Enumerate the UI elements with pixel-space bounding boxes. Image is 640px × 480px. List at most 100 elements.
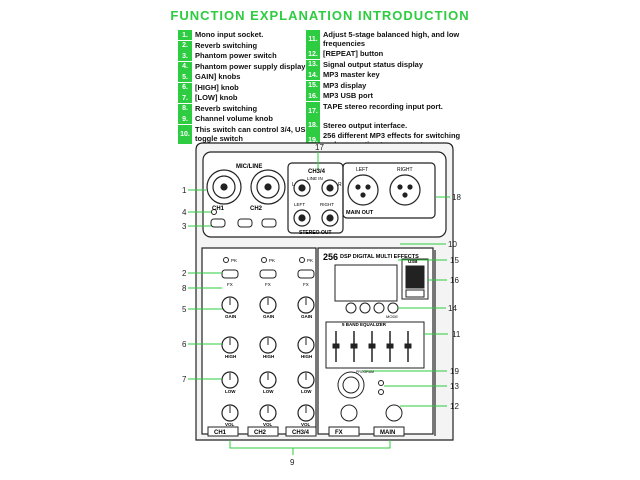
function-text: GAIN] knobs	[195, 72, 241, 81]
function-item: 10.This switch can control 3/4, USB togg…	[178, 124, 314, 144]
r-label: R	[338, 182, 342, 188]
channel-tag-label: CH3/4	[292, 430, 310, 436]
function-item: 15.MP3 display	[306, 80, 466, 92]
channel-tag	[285, 426, 317, 437]
clip-led	[378, 380, 384, 386]
pk-label: PK	[231, 258, 237, 263]
function-number: 13.	[306, 59, 320, 70]
callout-bracket	[229, 440, 391, 455]
function-item: 18.Stereo output interface.	[306, 120, 466, 132]
low-label: LOW	[263, 389, 274, 394]
main-left-label: LEFT	[356, 167, 368, 173]
eq-slider-handle[interactable]	[350, 343, 358, 349]
function-number: 1.	[178, 30, 192, 40]
dsp-number: 256	[323, 252, 338, 262]
callout-number: 4	[182, 208, 187, 217]
reverb-switch-ch3[interactable]	[297, 269, 315, 279]
stereo-out-label: STEREO OUT	[299, 230, 332, 236]
callout-number: 3	[182, 222, 187, 231]
callout-number: 7	[182, 375, 187, 384]
function-item: 11.Adjust 5-stage balanced high, and low…	[306, 30, 466, 49]
mp3-key-mode[interactable]	[387, 302, 399, 314]
mp3-key-next[interactable]	[373, 302, 385, 314]
usb-label: USB	[408, 259, 418, 264]
function-item: 7.[LOW] knob	[178, 93, 314, 104]
function-item: 12.[REPEAT] button	[306, 49, 466, 60]
ch1-label: CH1	[212, 206, 225, 212]
dsp-section	[325, 258, 429, 422]
callout-number: 13	[450, 382, 459, 391]
function-number: 15.	[306, 80, 320, 91]
callout-number: 17	[315, 143, 324, 152]
channel-tag-label: CH1	[214, 430, 227, 436]
channel-strips: PKFXGAINHIGHLOWVOLPKFXGAINHIGHLOWVOLPKFX…	[221, 257, 315, 427]
function-item: 5.GAIN] knobs	[178, 72, 314, 83]
mp3-display	[334, 264, 398, 302]
dsp-label: DSP DIGITAL MULTI EFFECTS	[340, 254, 419, 260]
phantom-switch-ch2[interactable]	[237, 218, 253, 228]
function-text: Mono input socket.	[195, 30, 264, 39]
function-item: 4.Phantom power supply display	[178, 61, 314, 73]
function-item: 8.Reverb switching	[178, 103, 314, 115]
gain-label: GAIN	[225, 314, 236, 319]
eq-slider-handle[interactable]	[332, 343, 340, 349]
function-number: 3.	[178, 51, 192, 61]
function-item: 3.Phantom power switch	[178, 51, 314, 62]
callout-number: 18	[452, 193, 461, 202]
function-text: MP3 master key	[323, 70, 380, 79]
reverb-switch-ch2[interactable]	[259, 269, 277, 279]
mp3-key-play[interactable]	[359, 302, 371, 314]
function-number: 18.	[306, 120, 320, 131]
vol-label: VOL	[225, 422, 235, 427]
eq-slider-handle[interactable]	[368, 343, 376, 349]
ch34-label: CH3/4	[308, 169, 326, 175]
phantom-switches	[210, 209, 277, 228]
fx-label: FX	[265, 282, 271, 287]
function-number: 6.	[178, 82, 192, 93]
main-knob[interactable]	[385, 404, 403, 422]
ch2-label: CH2	[250, 206, 263, 212]
gain-label: GAIN	[301, 314, 312, 319]
peak-led-ch2	[261, 257, 267, 263]
callout-number: 1	[182, 186, 187, 195]
phantom-switch-ch1[interactable]	[210, 218, 226, 228]
function-text: This switch can control 3/4, USB toggle …	[195, 124, 311, 143]
function-text: [HIGH] knob	[195, 82, 239, 92]
function-item: 14.MP3 master key	[306, 70, 466, 81]
function-text: Adjust 5-stage balanced high, and low fr…	[323, 30, 460, 48]
phantom-led	[211, 209, 217, 215]
function-number: 16.	[306, 91, 320, 101]
function-text: [REPEAT] button	[323, 49, 384, 58]
callout-number: 19	[450, 367, 459, 376]
pc-mp3-switch[interactable]	[261, 218, 277, 228]
function-item: 2.Reverb switching	[178, 40, 314, 52]
eq-sliders	[332, 331, 412, 362]
function-text: Stereo output interface.	[323, 120, 408, 130]
fx-label: FX	[303, 282, 309, 287]
function-item: 9.Channel volume knob	[178, 114, 314, 125]
fx-knob[interactable]	[340, 404, 358, 422]
function-text: Reverb switching	[195, 40, 258, 50]
callout-number: 14	[448, 304, 457, 313]
mp3-key-prev[interactable]	[345, 302, 357, 314]
eq-slider-handle[interactable]	[404, 343, 412, 349]
reverb-switch-ch1[interactable]	[221, 269, 239, 279]
peak-led-ch1	[223, 257, 229, 263]
stereo-left-label: LEFT	[294, 202, 305, 207]
mode-label: MODE	[386, 314, 398, 319]
function-number: 7.	[178, 93, 192, 103]
function-number: 2.	[178, 40, 192, 51]
main-out-right-jack[interactable]	[389, 174, 421, 206]
channel-tag-label: MAIN	[380, 430, 395, 436]
high-label: HIGH	[263, 354, 274, 359]
callout-number: 16	[450, 276, 459, 285]
main-out-left-jack[interactable]	[347, 174, 379, 206]
eq-slider-handle[interactable]	[386, 343, 394, 349]
vol-label: VOL	[263, 422, 273, 427]
peak-led-ch3	[299, 257, 305, 263]
function-text: Phantom power switch	[195, 51, 277, 60]
function-number: 17.	[306, 101, 320, 121]
